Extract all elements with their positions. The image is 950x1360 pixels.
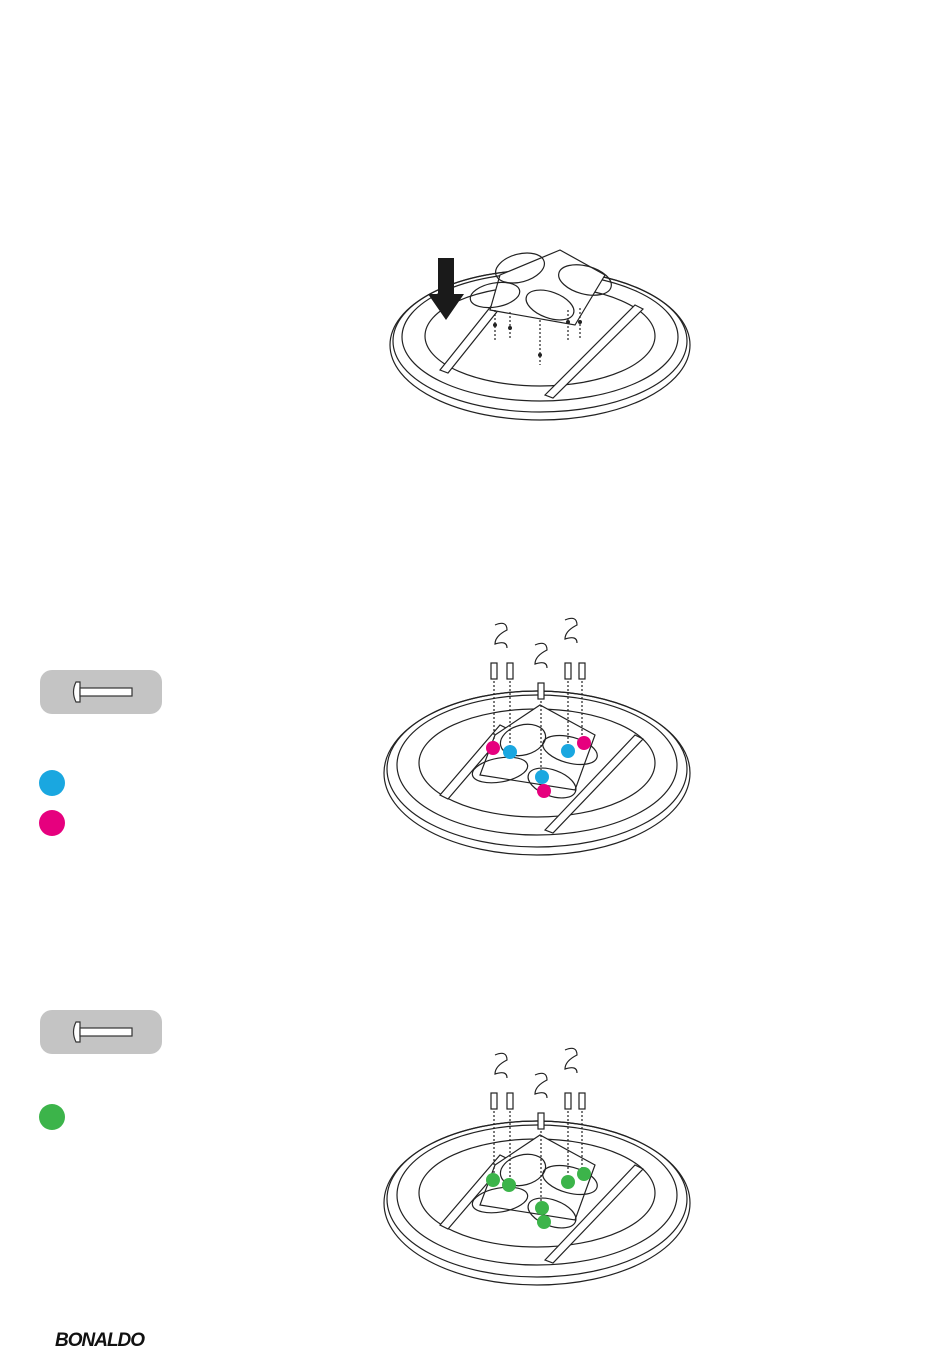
screw-icon: [40, 1010, 162, 1054]
step3-diagram: [380, 1035, 700, 1300]
green-marker-legend: [39, 1104, 65, 1130]
table-top-with-screws-illustration: [380, 1035, 700, 1295]
table-top-with-screws-illustration: [380, 605, 700, 865]
screw-badge-step3: [40, 1010, 162, 1054]
screw-badge-step2: [40, 670, 162, 714]
step2-diagram: [380, 605, 700, 870]
screw-icon: [40, 670, 162, 714]
magenta-marker-legend: [39, 810, 65, 836]
blue-marker-legend: [39, 770, 65, 796]
brand-logo: BONALDO: [55, 1330, 144, 1352]
down-arrow-icon: [428, 258, 464, 320]
